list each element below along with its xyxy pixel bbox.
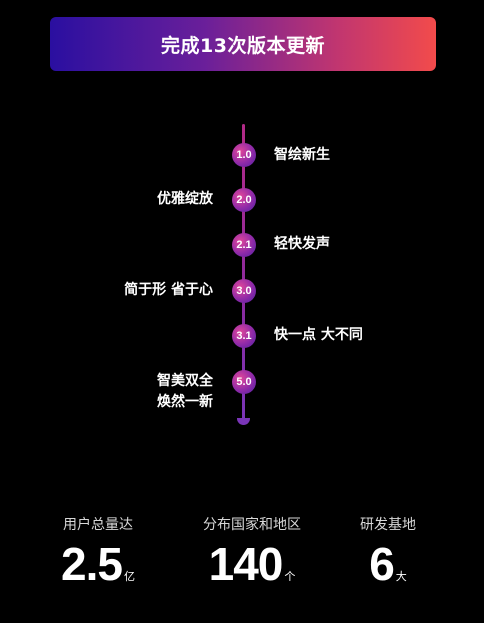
version-label-2-0: 优雅绽放 — [157, 191, 213, 207]
version-node-2-1: 2.1 — [232, 233, 256, 257]
stat-rd-bases-unit: 大 — [395, 570, 407, 583]
stat-countries: 分布国家和地区 140 个 — [184, 514, 320, 590]
version-node-2-0: 2.0 — [232, 188, 256, 212]
stat-rd-bases-value: 6 — [369, 538, 395, 590]
version-label-5-0: 智美双全 焕然一新 — [157, 371, 213, 413]
version-timeline: 1.0 智绘新生 2.0 优雅绽放 2.1 轻快发声 3.0 简于形 省于心 3… — [124, 124, 363, 425]
version-node-3-0: 3.0 — [232, 279, 256, 303]
stat-rd-bases-label: 研发基地 — [360, 517, 416, 533]
stat-countries-value: 140 — [208, 538, 284, 590]
stat-users-unit: 亿 — [123, 570, 135, 583]
version-node-5-0: 5.0 — [232, 370, 256, 394]
version-label-1-0: 智绘新生 — [274, 147, 330, 163]
timeline-axis-end — [237, 418, 250, 425]
stat-users-value: 2.5 — [61, 538, 123, 590]
version-label-3-1: 快一点 大不同 — [274, 327, 363, 343]
stat-users-label: 用户总量达 — [63, 517, 133, 533]
header-banner: 完成13次版本更新 — [50, 17, 436, 71]
version-label-2-1: 轻快发声 — [274, 236, 330, 252]
version-label-5-0-line1: 智美双全 — [157, 373, 213, 389]
stats-section: 用户总量达 2.5 亿 分布国家和地区 140 个 研发基地 6 大 — [0, 514, 484, 614]
version-label-3-0: 简于形 省于心 — [124, 282, 213, 298]
version-node-1-0: 1.0 — [232, 143, 256, 167]
version-label-5-0-line2: 焕然一新 — [157, 394, 213, 410]
stat-rd-bases: 研发基地 6 大 — [340, 514, 436, 590]
stat-countries-label: 分布国家和地区 — [203, 517, 301, 533]
page-title: 完成13次版本更新 — [161, 34, 325, 57]
stat-countries-unit: 个 — [284, 570, 296, 583]
timeline-axis — [242, 124, 245, 422]
version-node-3-1: 3.1 — [232, 324, 256, 348]
stat-users: 用户总量达 2.5 亿 — [40, 514, 156, 590]
